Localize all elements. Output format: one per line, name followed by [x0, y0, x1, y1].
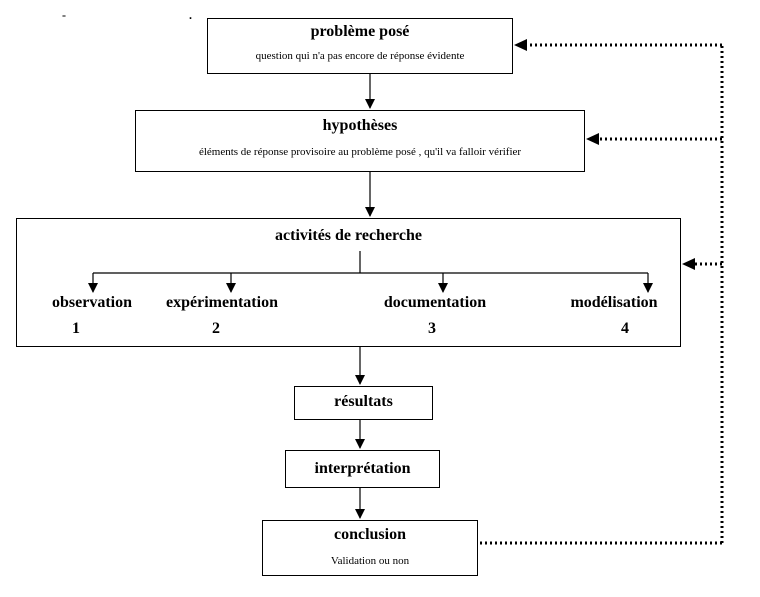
- node-interpretation-title: interprétation: [314, 460, 411, 477]
- node-resultats-title: résultats: [334, 393, 393, 410]
- feedback-arrowhead-hypotheses: [586, 133, 599, 145]
- stray-marks: - .: [62, 8, 252, 22]
- branch-documentation-label: documentation: [383, 294, 487, 311]
- node-hypotheses-subtitle: éléments de réponse provisoire au problè…: [198, 146, 522, 158]
- node-probleme-title: problème posé: [310, 23, 410, 40]
- branch-modelisation-label: modélisation: [570, 294, 658, 311]
- branch-experimentation-label: expérimentation: [166, 294, 278, 311]
- node-hypotheses: hypothèses éléments de réponse provisoir…: [135, 110, 585, 172]
- branch-documentation-number: 3: [428, 320, 436, 337]
- node-resultats: résultats: [294, 386, 433, 420]
- node-hypotheses-title: hypothèses: [322, 117, 398, 134]
- branch-experimentation-number: 2: [212, 320, 220, 337]
- node-conclusion: conclusion Validation ou non: [262, 520, 478, 576]
- node-conclusion-title: conclusion: [333, 526, 406, 543]
- node-activites-title: activités de recherche: [275, 227, 422, 244]
- feedback-arrowhead-activites: [682, 258, 695, 270]
- branch-observation-number: 1: [72, 320, 80, 337]
- branch-observation-label: observation: [52, 294, 132, 311]
- feedback-arrowhead-probleme: [514, 39, 527, 51]
- node-probleme-pose: problème posé question qui n'a pas encor…: [207, 18, 513, 74]
- node-activites-recherche: activités de recherche: [16, 218, 681, 347]
- node-conclusion-subtitle: Validation ou non: [330, 555, 410, 567]
- node-probleme-subtitle: question qui n'a pas encore de réponse é…: [255, 50, 465, 62]
- node-interpretation: interprétation: [285, 450, 440, 488]
- branch-modelisation-number: 4: [621, 320, 629, 337]
